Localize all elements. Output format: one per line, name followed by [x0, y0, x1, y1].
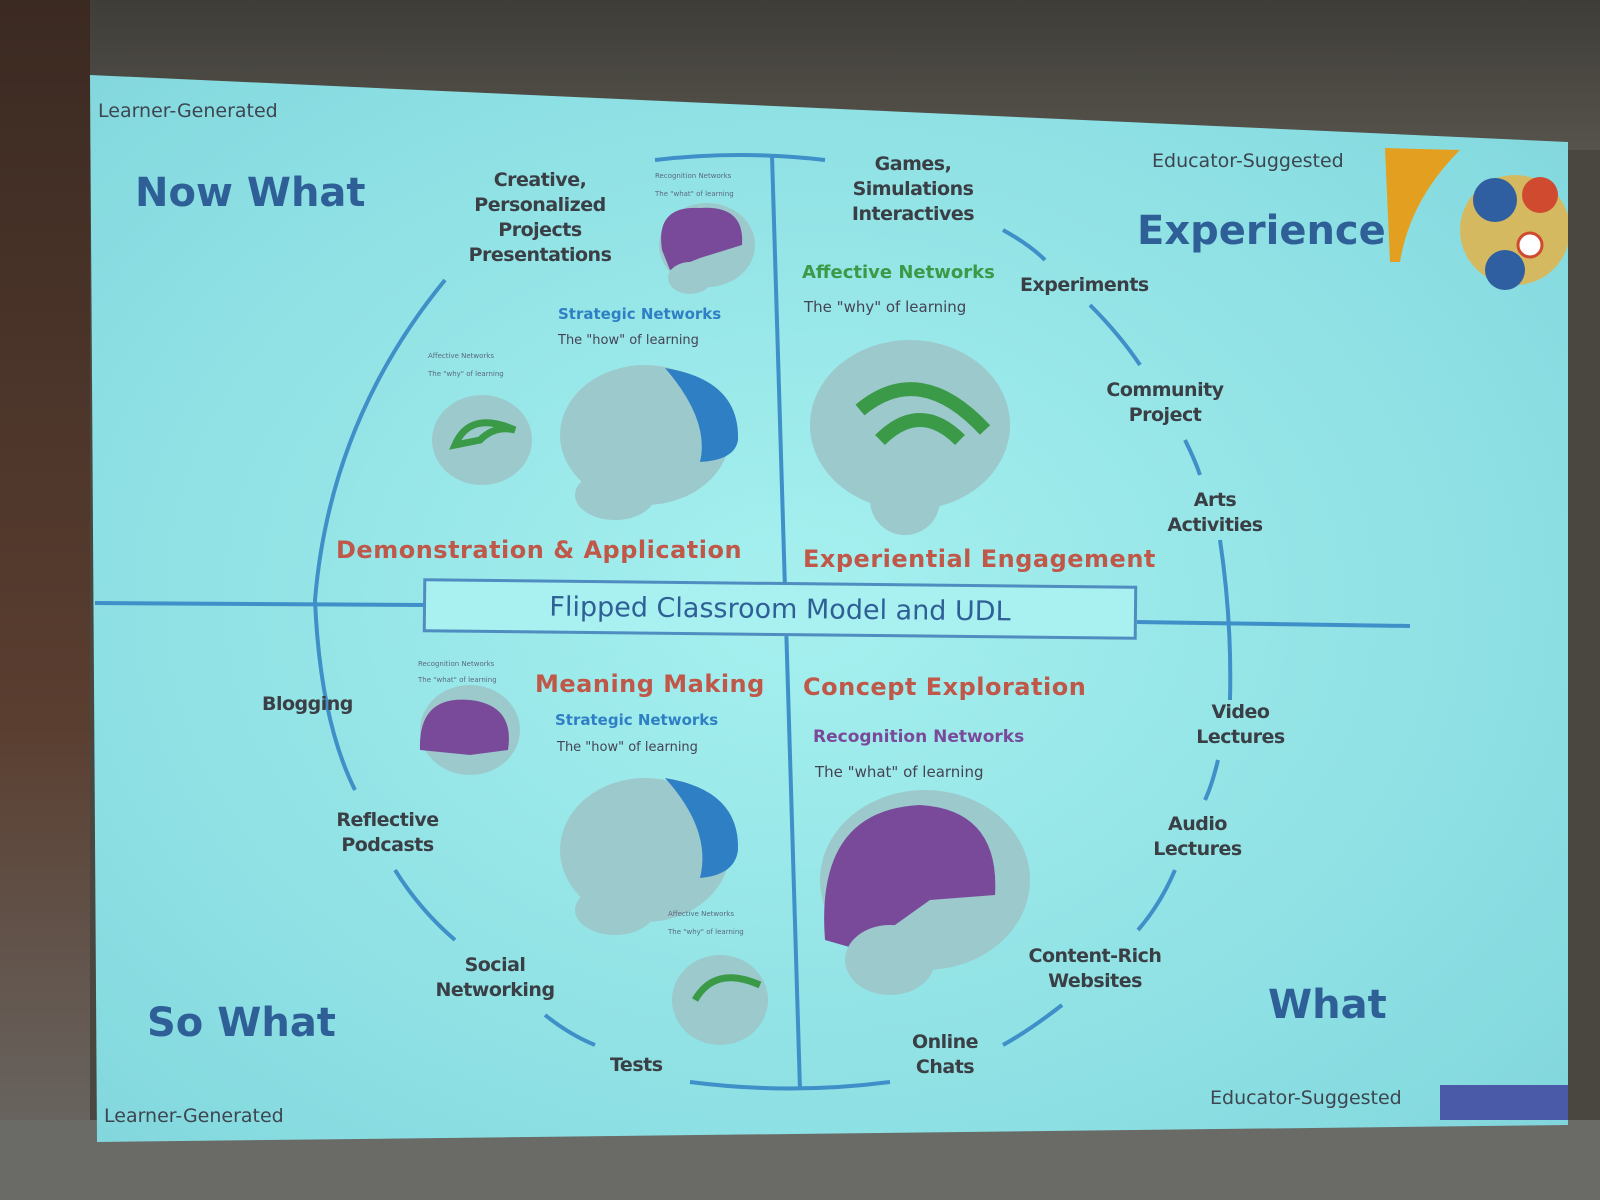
corner-label-bottom-right: Educator-Suggested — [1210, 1087, 1402, 1109]
brain-bl-strategic — [560, 778, 739, 935]
strategic-networks-sub-bottom: The "how" of learning — [557, 740, 698, 755]
stage-demonstration-application: Demonstration & Application — [336, 536, 743, 564]
corner-label-bottom-left: Learner-Generated — [104, 1105, 284, 1127]
strategic-networks-sub-top: The "how" of learning — [558, 333, 699, 348]
activity-video-lectures: Video Lectures — [1196, 701, 1285, 748]
corner-label-top-right: Educator-Suggested — [1152, 150, 1344, 172]
tiny-affective-label-tl: Affective Networks — [428, 352, 495, 360]
cycle-arc-bottom-right — [1002, 1003, 1064, 1047]
activity-online-chats: Online Chats — [911, 1031, 979, 1078]
corner-label-top-left: Learner-Generated — [98, 100, 278, 122]
brain-bl-small-recognition — [419, 685, 520, 775]
activity-blogging: Blogging — [262, 693, 353, 715]
quadrant-label-what: What — [1268, 982, 1387, 1028]
wall-left — [0, 0, 90, 1200]
cycle-arc-right-1 — [1088, 303, 1142, 367]
activity-reflective-podcasts: Reflective Podcasts — [336, 809, 439, 856]
tiny-recognition-sub-bl: The "what" of learning — [418, 676, 497, 684]
cycle-arc-right-3 — [1218, 539, 1233, 701]
cycle-arc-left-upper — [312, 278, 447, 791]
quadrant-label-so-what: So What — [147, 1000, 336, 1046]
quadrant-label-experience: Experience — [1137, 208, 1386, 254]
horizontal-axis-left — [94, 601, 426, 607]
brain-tl-strategic — [560, 365, 739, 520]
stage-concept-exploration: Concept Exploration — [803, 673, 1087, 701]
axis-cap-bottom — [689, 1080, 891, 1091]
tiny-affective-sub-tl: The "why" of learning — [428, 370, 504, 378]
activity-content-rich-websites: Content-Rich Websites — [1028, 945, 1162, 992]
cycle-arc-right-2 — [1183, 439, 1202, 476]
cycle-arc-top-right — [1002, 228, 1047, 262]
strategic-networks-label-bottom: Strategic Networks — [555, 711, 719, 729]
cycle-arc-right-4 — [1203, 759, 1220, 801]
recognition-networks-sub: The "what" of learning — [815, 763, 984, 781]
brain-tl-small-recognition — [659, 203, 755, 294]
recognition-networks-label: Recognition Networks — [813, 727, 1025, 747]
activity-community-project: Community Project — [1106, 379, 1224, 426]
axis-cap-top — [654, 153, 826, 162]
activity-social-networking: Social Networking — [435, 954, 555, 1001]
tiny-recognition-label-bl: Recognition Networks — [418, 660, 495, 668]
tiny-recognition-sub-tl: The "what" of learning — [655, 190, 734, 198]
strategic-networks-label-top: Strategic Networks — [558, 305, 722, 323]
footer-bar — [1440, 1085, 1568, 1120]
tiny-recognition-label-tl: Recognition Networks — [655, 172, 732, 180]
activity-games-simulations: Games, Simulations Interactives — [851, 153, 975, 225]
horizontal-axis-right — [1136, 620, 1411, 628]
stage-meaning-making: Meaning Making — [535, 670, 765, 698]
activity-tests: Tests — [610, 1054, 663, 1076]
diagram-title: Flipped Classroom Model and UDL — [422, 578, 1138, 640]
cycle-arc-right-5 — [1136, 869, 1177, 932]
cycle-arc-left-lower — [393, 868, 457, 942]
brain-bl-small-affective — [672, 955, 768, 1045]
logo-icon — [1385, 148, 1568, 290]
brain-tr-affective — [810, 340, 1010, 535]
brain-br-recognition — [820, 790, 1030, 995]
tiny-affective-label-bl: Affective Networks — [668, 910, 735, 918]
cycle-arc-bottom-left — [543, 1013, 596, 1047]
activity-arts-activities: Arts Activities — [1167, 489, 1263, 536]
activity-creative-projects: Creative, Personalized Projects Presenta… — [468, 169, 612, 266]
brain-tl-small-affective — [432, 395, 532, 485]
stage-experiential-engagement: Experiential Engagement — [803, 545, 1156, 573]
activity-experiments: Experiments — [1020, 274, 1149, 296]
activity-audio-lectures: Audio Lectures — [1153, 813, 1242, 860]
quadrant-label-now-what: Now What — [135, 170, 366, 216]
tiny-affective-sub-bl: The "why" of learning — [668, 928, 744, 936]
affective-networks-sub: The "why" of learning — [804, 298, 967, 316]
affective-networks-label: Affective Networks — [802, 262, 995, 283]
